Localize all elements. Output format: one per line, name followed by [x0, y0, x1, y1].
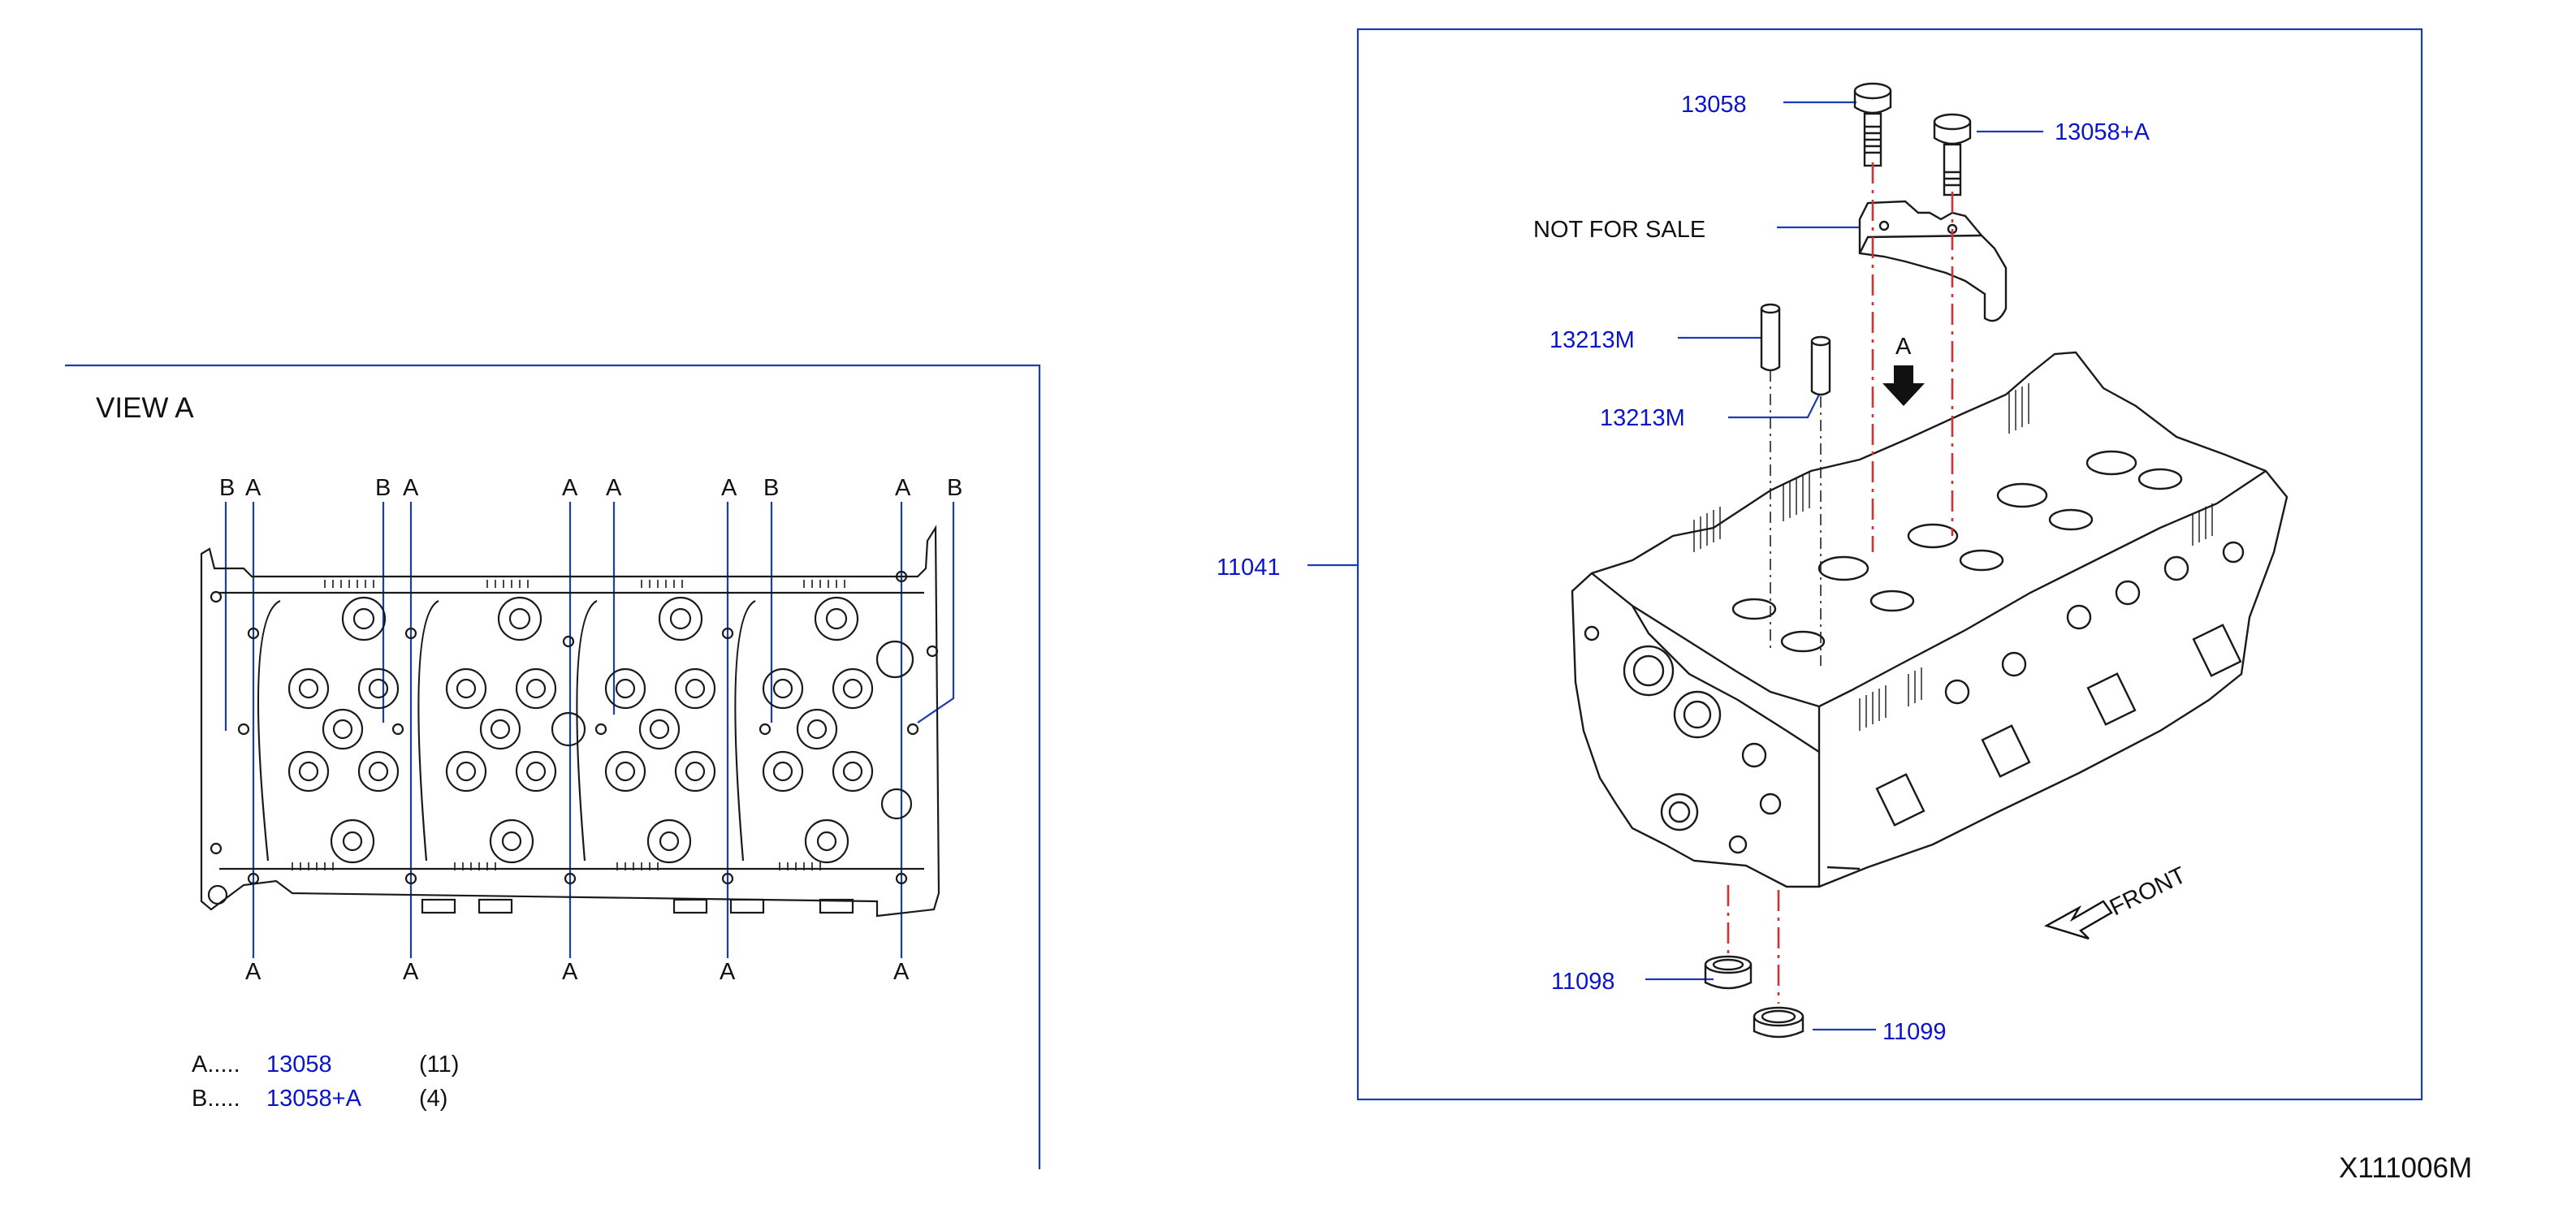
view-a-title: VIEW A [96, 392, 194, 424]
valve-bores [237, 570, 939, 885]
dowel-2-drawing [1810, 335, 1831, 396]
bolt-13058-a-drawing [1933, 113, 1972, 197]
legend-qty-b: (4) [419, 1086, 447, 1112]
callout-11041[interactable]: 11041 [1217, 555, 1281, 581]
top-label-9: A [895, 475, 911, 501]
top-label-10: B [947, 475, 962, 501]
view-a-top-labels: B A B A A A A B A B [219, 475, 962, 501]
dowel-1-drawing [1760, 303, 1781, 372]
head-top-hatching [292, 580, 845, 870]
bracket-drawing [1858, 200, 2008, 322]
top-label-1: B [219, 475, 235, 501]
cylinder-4 [762, 596, 914, 864]
cylinder-head-hatching [1693, 383, 2213, 731]
head-top-view [200, 525, 940, 918]
bottom-label-5: A [893, 959, 910, 985]
seal-11099-drawing [1753, 1006, 1804, 1039]
top-label-6: A [606, 475, 622, 501]
legend-qty-a: (11) [419, 1052, 459, 1078]
top-label-7: A [721, 475, 737, 501]
callout-not-for-sale: NOT FOR SALE [1533, 217, 1705, 243]
view-direction-arrow-icon [1882, 365, 1925, 406]
callout-13213m-2[interactable]: 13213M [1600, 405, 1685, 431]
bolt-legend: A..... 13058 (11) B..... 13058+A (4) [192, 1052, 459, 1112]
cylinder-3 [604, 596, 716, 864]
callout-13213m-1[interactable]: 13213M [1549, 327, 1635, 353]
bottom-label-1: A [245, 959, 261, 985]
top-label-2: A [245, 475, 261, 501]
bottom-label-2: A [403, 959, 419, 985]
legend-key-b: B..... [192, 1086, 240, 1112]
cylinder-2 [445, 596, 586, 864]
front-direction-arrow-icon [2043, 900, 2113, 940]
top-label-5: A [562, 475, 578, 501]
legend-key-a: A..... [192, 1052, 240, 1078]
bottom-label-4: A [720, 959, 736, 985]
exploded-view-panel: 13058 13058+A NOT FOR SALE 13213M 13213M… [1217, 28, 2423, 1101]
seal-11098-drawing [1704, 955, 1753, 990]
view-a-panel: VIEW A B A B A A A A B A B [65, 364, 1041, 1169]
view-a-frame [65, 364, 1041, 1169]
exploded-view-frame [1356, 28, 2423, 1101]
callout-11098[interactable]: 11098 [1551, 969, 1615, 995]
top-label-8: B [763, 475, 779, 501]
callout-11099[interactable]: 11099 [1882, 1019, 1947, 1045]
diagram-code: X111006M [2339, 1152, 2472, 1184]
view-arrow-label: A [1895, 334, 1912, 360]
cylinder-head-drawing [1571, 351, 2289, 888]
view-a-top-leaders [224, 502, 955, 958]
leader-dowel-2 [1728, 394, 1820, 419]
view-a-bottom-labels: A A A A A [245, 959, 910, 985]
front-label: FRONT [2106, 862, 2190, 922]
top-label-4: A [403, 475, 419, 501]
legend-part-a[interactable]: 13058 [266, 1052, 332, 1078]
legend-part-b[interactable]: 13058+A [266, 1086, 362, 1112]
top-label-3: B [375, 475, 391, 501]
callout-13058[interactable]: 13058 [1681, 92, 1747, 118]
bottom-label-3: A [562, 959, 578, 985]
bolt-13058-drawing [1853, 82, 1892, 167]
callout-13058-a[interactable]: 13058+A [2055, 119, 2150, 145]
cylinder-1 [287, 596, 400, 864]
